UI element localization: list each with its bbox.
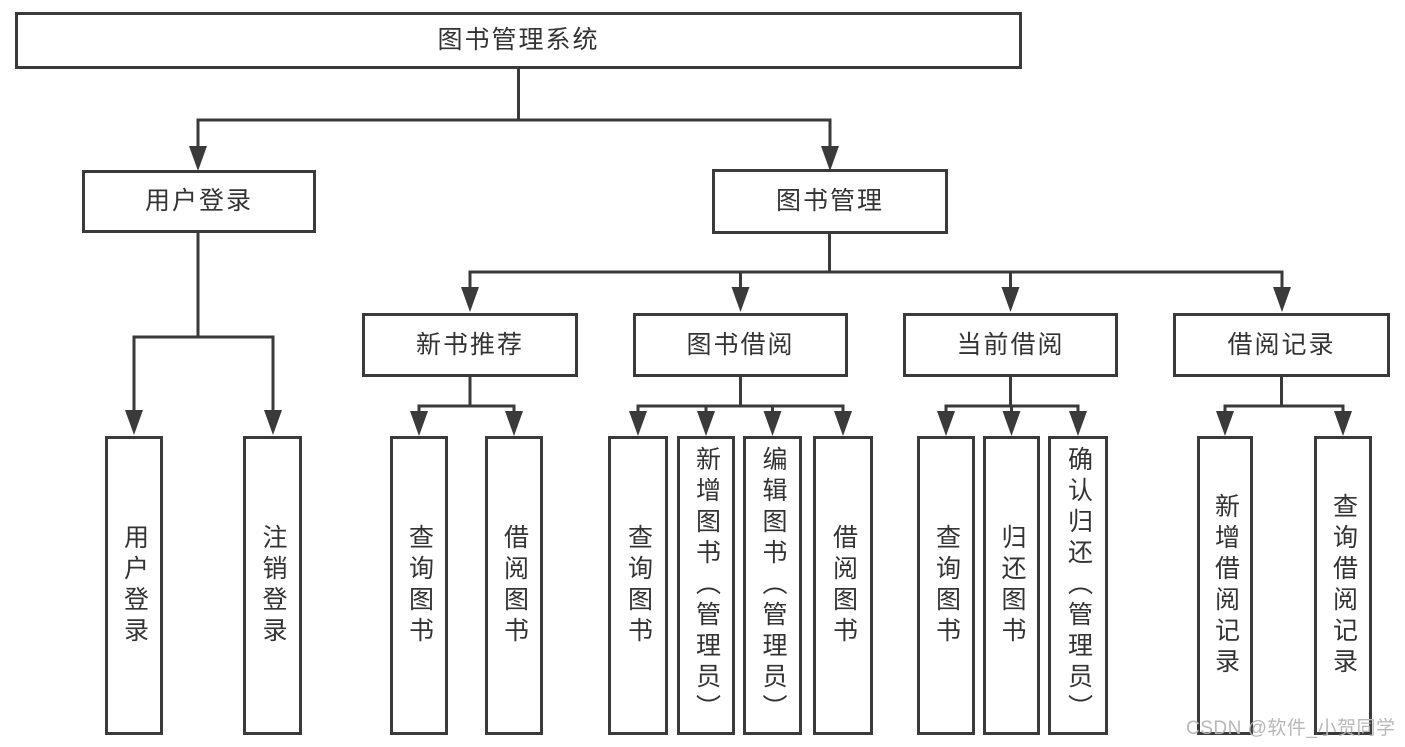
connector-book-borrowing-to-leaves bbox=[629, 376, 852, 436]
node-book-borrowing-label: 图书借阅 bbox=[686, 330, 795, 359]
arrowhead bbox=[1002, 411, 1021, 436]
node-root-label: 图书管理系统 bbox=[437, 26, 600, 54]
connector-book-management-to-level3 bbox=[461, 232, 1291, 312]
arrowhead bbox=[763, 411, 782, 436]
leaf-bb-edit-books-admin-label: 编辑图书（管理员） bbox=[759, 446, 787, 725]
arrowhead bbox=[731, 287, 750, 312]
leaf-bb-borrow-books: 借阅图书 bbox=[813, 436, 873, 735]
node-book-management: 图书管理 bbox=[712, 169, 948, 234]
leaf-nbr-borrow-books: 借阅图书 bbox=[485, 436, 543, 735]
node-new-book-recommend: 新书推荐 bbox=[362, 313, 578, 377]
node-borrowing-records-label: 借阅记录 bbox=[1227, 330, 1336, 359]
node-root: 图书管理系统 bbox=[15, 12, 1022, 69]
arrowhead bbox=[1273, 287, 1291, 312]
arrowhead bbox=[821, 146, 839, 171]
arrowhead bbox=[697, 411, 715, 436]
leaf-logout: 注销登录 bbox=[243, 436, 302, 735]
arrowhead bbox=[410, 411, 428, 436]
leaf-cb-return-books-label: 归还图书 bbox=[998, 523, 1026, 648]
arrowhead bbox=[1216, 411, 1234, 436]
arrowhead bbox=[505, 411, 523, 436]
arrowhead bbox=[125, 410, 143, 435]
connector-current-borrowing-to-leaves bbox=[937, 376, 1087, 436]
arrowhead bbox=[1001, 287, 1020, 312]
node-user-login-label: 用户登录 bbox=[144, 187, 253, 215]
connector-user-login-to-leaves bbox=[125, 232, 282, 435]
arrowhead bbox=[189, 146, 207, 171]
node-user-login: 用户登录 bbox=[82, 170, 316, 233]
leaf-bb-add-books-admin: 新增图书（管理员） bbox=[677, 436, 735, 735]
arrowhead bbox=[629, 411, 647, 436]
leaf-cb-confirm-return-admin-label: 确认归还（管理员） bbox=[1064, 446, 1093, 725]
leaf-br-query-record-label: 查询借阅记录 bbox=[1329, 492, 1358, 679]
leaf-cb-query-books-label: 查询图书 bbox=[932, 523, 961, 648]
leaf-cb-return-books: 归还图书 bbox=[983, 436, 1040, 735]
leaf-br-add-record: 新增借阅记录 bbox=[1197, 436, 1253, 735]
leaf-user-login: 用户登录 bbox=[105, 436, 163, 735]
csdn-watermark: CSDN @软件_小贺同学 bbox=[1186, 718, 1396, 739]
connector-root-to-level2 bbox=[189, 68, 839, 171]
leaf-nbr-query-books-label: 查询图书 bbox=[405, 523, 434, 648]
node-borrowing-records: 借阅记录 bbox=[1173, 313, 1390, 377]
leaf-cb-confirm-return-admin: 确认归还（管理员） bbox=[1048, 436, 1108, 735]
leaf-br-query-record: 查询借阅记录 bbox=[1314, 436, 1372, 735]
arrowhead bbox=[461, 287, 479, 312]
connector-new-book-recommend-to-leaves bbox=[410, 376, 523, 436]
node-book-borrowing: 图书借阅 bbox=[633, 313, 848, 377]
leaf-bb-edit-books-admin: 编辑图书（管理员） bbox=[743, 436, 802, 735]
leaf-logout-label: 注销登录 bbox=[259, 523, 287, 648]
arrowhead bbox=[937, 411, 955, 436]
arrowhead bbox=[1334, 411, 1352, 436]
leaf-bb-borrow-books-label: 借阅图书 bbox=[829, 523, 858, 648]
connector-borrowing-records-to-leaves bbox=[1216, 376, 1352, 436]
leaf-user-login-label: 用户登录 bbox=[120, 523, 149, 648]
node-current-borrowing-label: 当前借阅 bbox=[956, 330, 1065, 359]
leaf-bb-query-books: 查询图书 bbox=[608, 436, 668, 735]
arrowhead bbox=[1069, 411, 1087, 436]
leaf-bb-add-books-admin-label: 新增图书（管理员） bbox=[692, 446, 721, 725]
arrowhead bbox=[264, 410, 282, 435]
leaf-nbr-query-books: 查询图书 bbox=[390, 436, 448, 735]
leaf-cb-query-books: 查询图书 bbox=[917, 436, 975, 735]
leaf-nbr-borrow-books-label: 借阅图书 bbox=[500, 523, 529, 648]
node-new-book-recommend-label: 新书推荐 bbox=[415, 330, 524, 359]
node-book-management-label: 图书管理 bbox=[775, 187, 884, 215]
leaf-bb-query-books-label: 查询图书 bbox=[624, 523, 653, 648]
leaf-br-add-record-label: 新增借阅记录 bbox=[1211, 492, 1240, 679]
arrowhead bbox=[834, 411, 852, 436]
node-current-borrowing: 当前借阅 bbox=[903, 313, 1118, 377]
